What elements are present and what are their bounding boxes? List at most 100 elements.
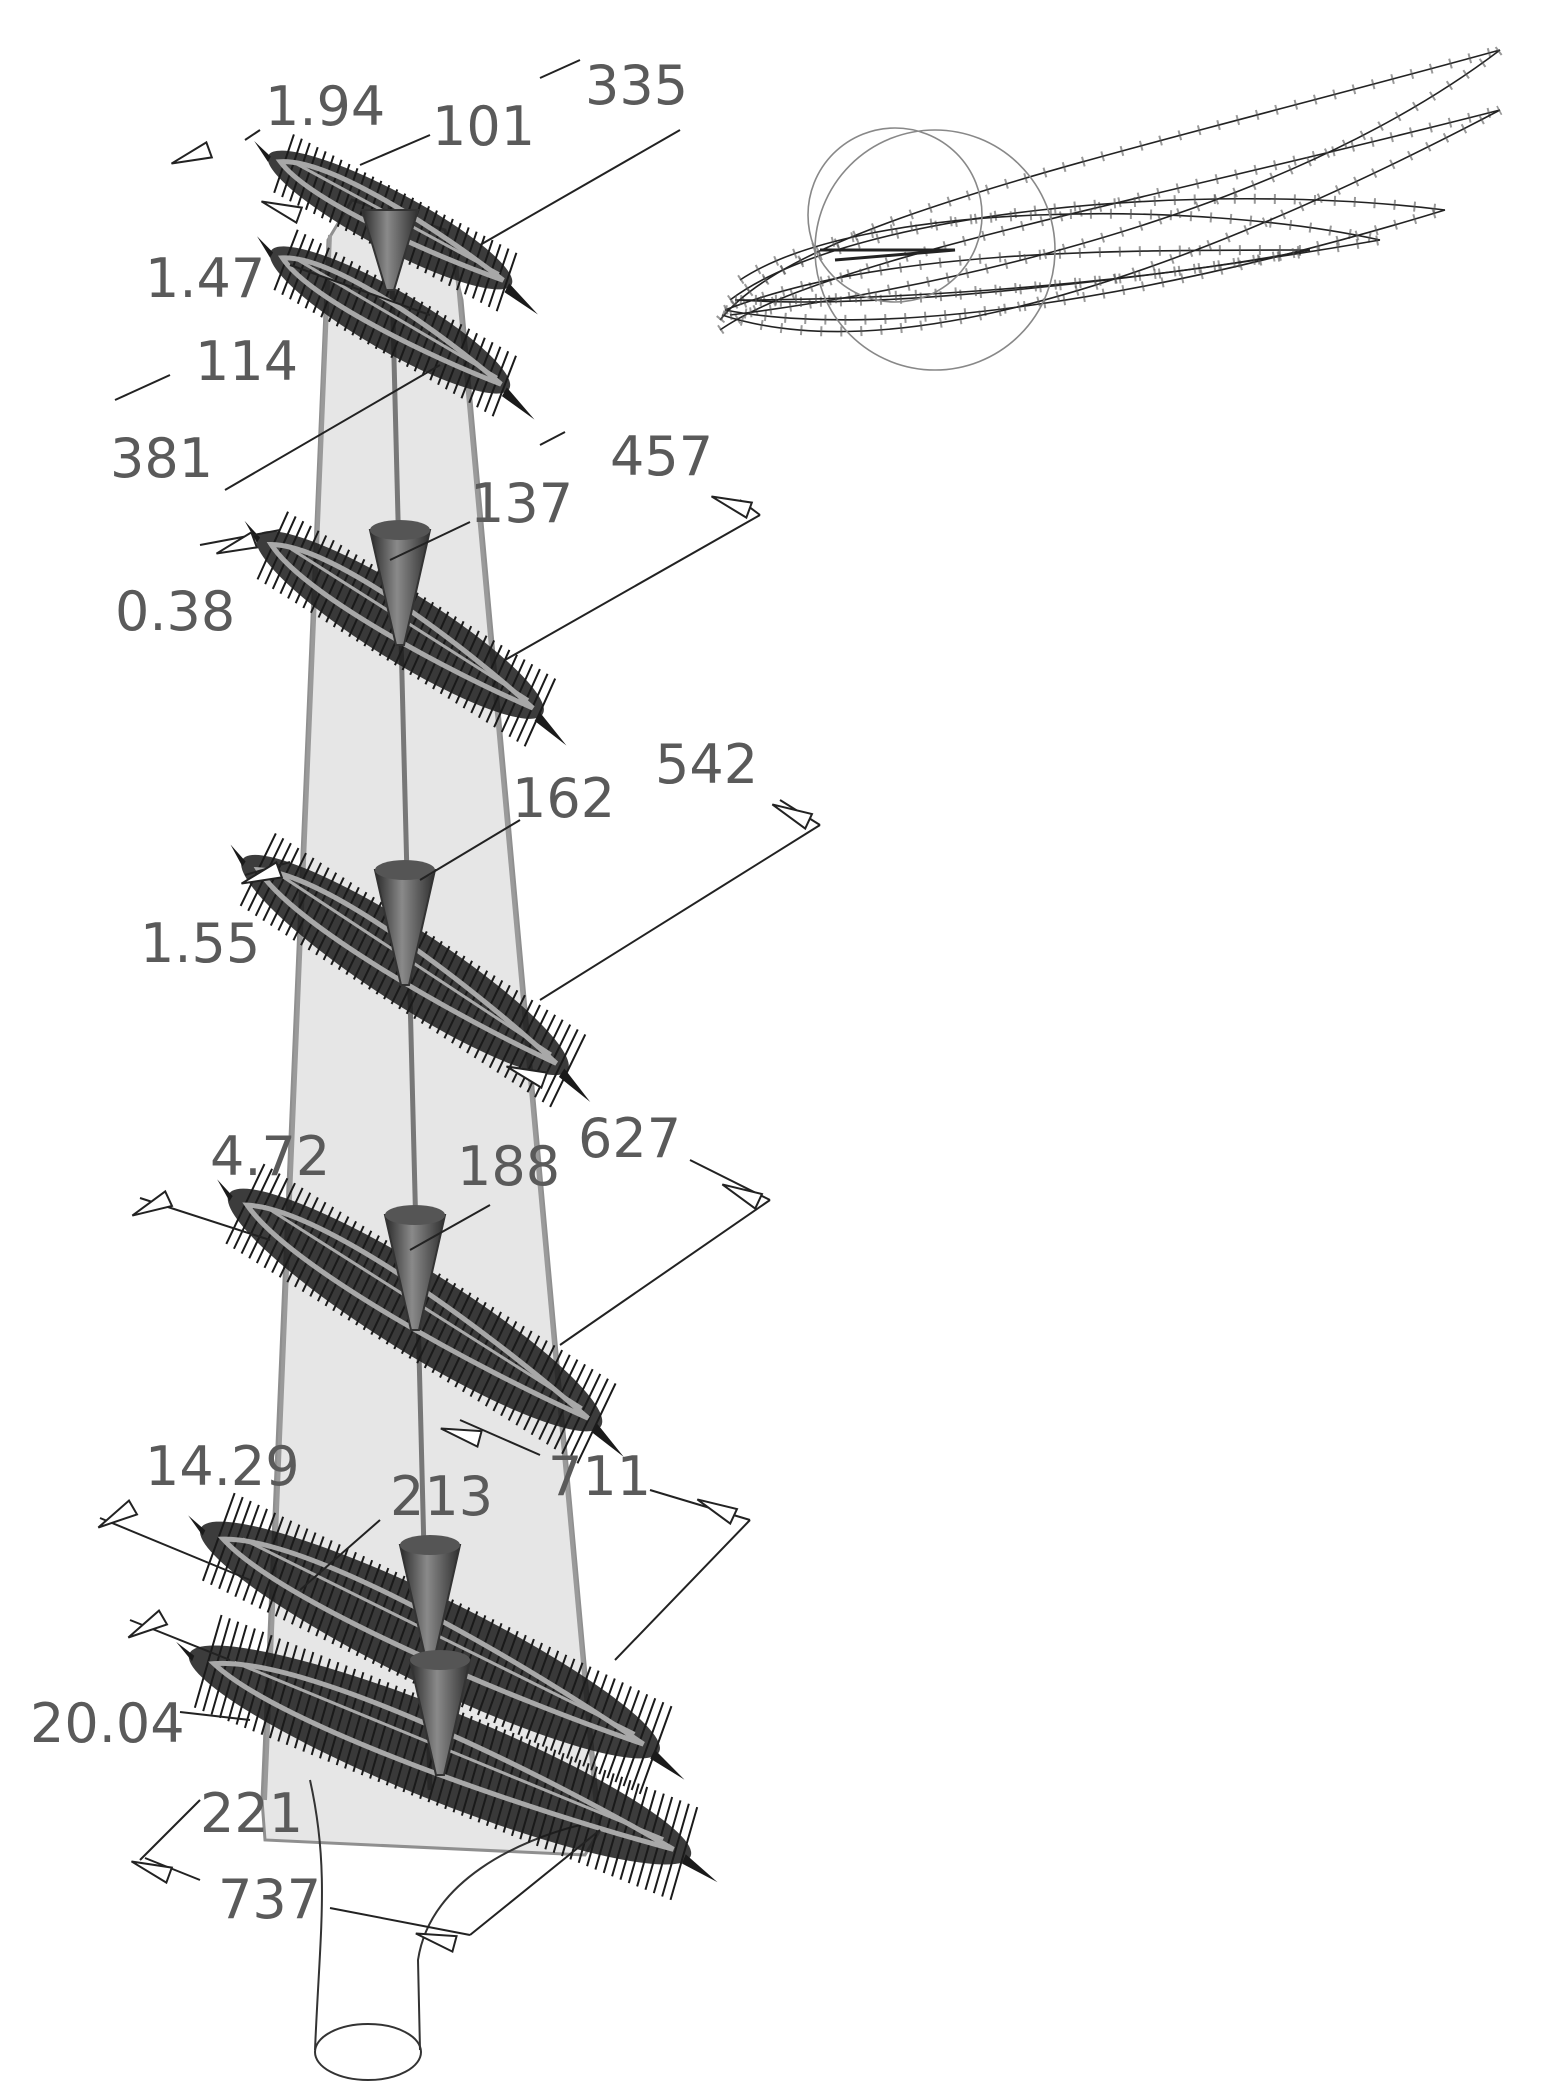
section-hatch [339, 1559, 374, 1649]
blade-section-2 [257, 229, 535, 420]
section-hatch [493, 659, 526, 728]
leader-line-6 [114, 374, 171, 401]
section-tip-leading [217, 1179, 233, 1202]
section-hatch [451, 970, 489, 1044]
dimension-arrow-11 [127, 1609, 169, 1639]
section-hatch [320, 256, 346, 318]
section-hatch [460, 1722, 490, 1816]
section-hatch [345, 901, 383, 976]
section-hatch [294, 1206, 335, 1288]
dimension-arrow-5 [240, 860, 284, 885]
section-hatch [523, 1349, 564, 1431]
section-hatch [416, 1282, 457, 1364]
section-hatch [590, 1682, 624, 1771]
leader-line-8 [539, 431, 566, 446]
section-hatch [536, 1752, 565, 1847]
section-hatch [444, 1715, 473, 1810]
leader-line-19 [559, 1199, 771, 1346]
airfoil-circle-1 [807, 127, 983, 303]
section-hatch [527, 1749, 557, 1843]
section-hatch [471, 239, 494, 299]
section-hatch [544, 1756, 573, 1850]
section-hatch [242, 1512, 277, 1601]
section-hatch [324, 1225, 365, 1307]
section-hatch [363, 1571, 398, 1661]
dimension-arrow-head [97, 1499, 139, 1529]
section-cone-cap [400, 1535, 460, 1555]
dimension-arrow-7 [131, 1189, 174, 1217]
dimension-arrow-8 [721, 1183, 764, 1211]
twist-label-6: 14.29 [145, 1435, 300, 1498]
dimension-arrow-head [260, 200, 304, 225]
twist-label-3: 0.38 [115, 580, 235, 643]
section-hatch [598, 1686, 632, 1775]
section-cone-cap [375, 860, 435, 880]
section-airfoil-outline [253, 867, 559, 1066]
section-hatch [530, 1354, 571, 1436]
twist-label-7: 20.04 [30, 1692, 185, 1755]
section-hatch [282, 1532, 317, 1621]
section-hatch [541, 1029, 579, 1103]
section-hatch [577, 1769, 607, 1864]
airfoil-curve-4 [739, 212, 1381, 281]
dimension-arrow-head [215, 530, 259, 555]
section-airfoil-outline [208, 1660, 675, 1852]
section-hatch [462, 1311, 502, 1393]
section-hatch [630, 1701, 665, 1791]
leader-line-30 [144, 1857, 201, 1881]
section-hatch [352, 1678, 382, 1773]
leader-line-26 [179, 1711, 251, 1721]
section-hatch [255, 1182, 296, 1264]
section-airfoil-outline [275, 159, 505, 283]
section-hatch [294, 1655, 323, 1749]
section-hatch [240, 1173, 281, 1254]
section-hatch [307, 877, 345, 951]
dimension-arrow-head [130, 1860, 174, 1885]
leader-line-5 [289, 264, 431, 316]
dimension-arrow-head [127, 1609, 169, 1639]
section-hatch [435, 1712, 465, 1806]
section-hatch [500, 1335, 541, 1417]
chord-label-4: 542 [655, 733, 758, 796]
section-hatch [292, 867, 330, 941]
section-hatch [552, 1759, 582, 1853]
airfoil-curve-8 [729, 49, 1501, 316]
dimension-arrow-head [170, 140, 214, 165]
section-hatch [317, 549, 351, 618]
section-hatch [488, 994, 526, 1069]
section-hatch [305, 151, 327, 211]
section-halo [269, 246, 511, 394]
section-hatch [594, 1776, 624, 1870]
dimension-arrow-head [696, 1498, 739, 1526]
section-airfoil-outline [217, 1536, 645, 1747]
section-hatch [452, 332, 478, 395]
section-hatch [586, 1773, 615, 1867]
section-hatch [432, 218, 454, 278]
section-hatch [377, 1688, 407, 1783]
section-hatch [218, 1624, 248, 1719]
section-hatch [510, 1742, 540, 1837]
dimension-arrow-head [131, 1189, 174, 1217]
section-hatch [235, 1631, 265, 1725]
section-hatch [574, 1674, 608, 1763]
chord-label-6: 711 [548, 1445, 651, 1508]
section-hatch [549, 1033, 587, 1108]
section-hatch [439, 625, 473, 695]
section-hatch [394, 597, 427, 666]
section-hatch [500, 663, 534, 733]
section-hatch [661, 1803, 690, 1897]
section-hatch [545, 1363, 586, 1445]
section-tip-trailing [534, 712, 567, 746]
section-tip-trailing [650, 1749, 685, 1780]
section-hatch [310, 1661, 340, 1756]
chord-label-5: 627 [578, 1107, 681, 1170]
position-label-3: 137 [470, 472, 573, 535]
section-hatch [405, 305, 432, 368]
leader-line-4 [539, 59, 581, 79]
section-hatch [424, 214, 446, 274]
section-hatch [473, 984, 511, 1059]
airfoil-curve-10 [734, 249, 1311, 301]
leaders-layer [97, 59, 821, 1954]
section-hatch [398, 935, 436, 1010]
